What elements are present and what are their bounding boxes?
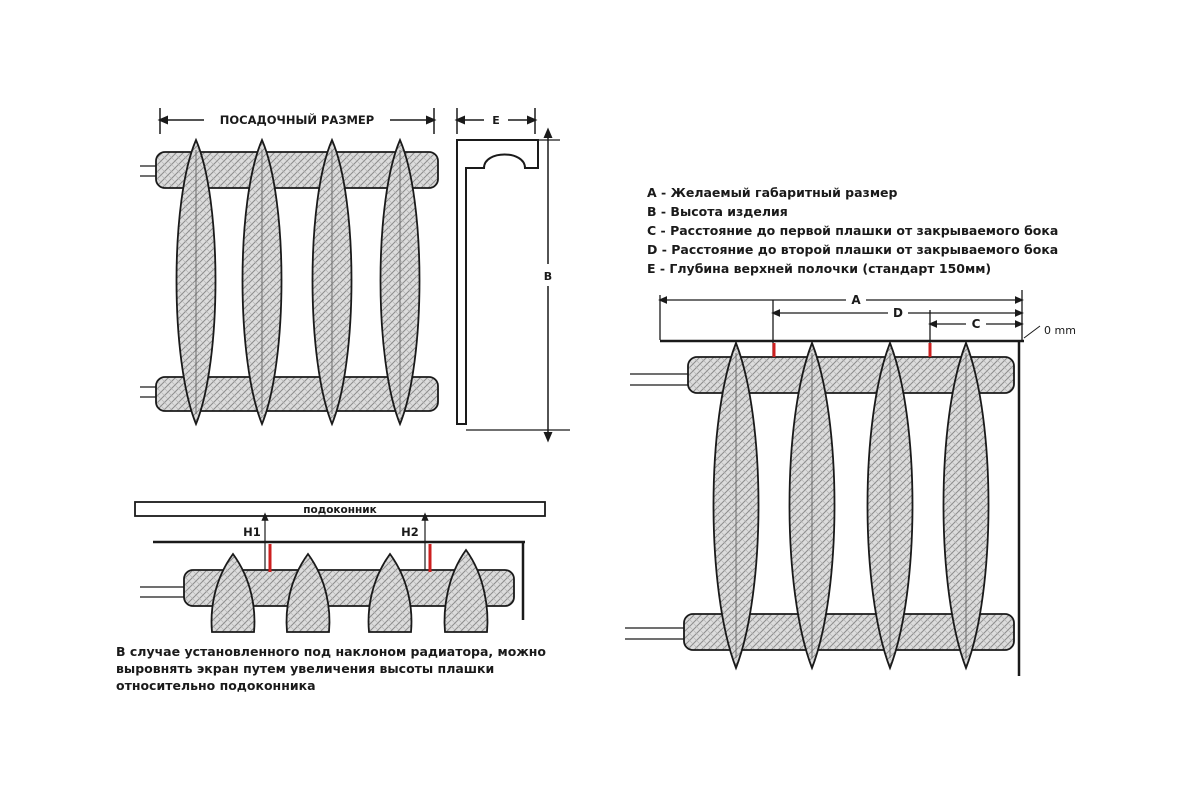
legend-item-e: E - Глубина верхней полочки (стандарт 15… xyxy=(647,261,991,276)
radiator-section xyxy=(311,137,353,427)
radiator-section xyxy=(712,340,760,671)
depth-e-label: E xyxy=(492,114,500,127)
right-radiator: A D C 0 mm xyxy=(625,290,1076,676)
side-view-profile: E B xyxy=(454,108,570,443)
bottom-sill-view: подоконник H1 H2 xyxy=(134,501,546,633)
legend-item-a: A - Желаемый габаритный размер xyxy=(647,185,898,200)
bottom-collector xyxy=(683,613,1015,651)
note-line-2: выровнять экран путем увеличения высоты … xyxy=(116,661,495,676)
zero-mm-label: 0 mm xyxy=(1044,324,1076,337)
radiator-section xyxy=(866,340,914,671)
window-sill xyxy=(134,501,546,517)
top-collector xyxy=(687,356,1015,394)
sill-label: подоконник xyxy=(303,504,377,516)
radiator-section xyxy=(788,340,836,671)
h2-label: H2 xyxy=(401,525,419,539)
legend-item-c: C - Расстояние до первой плашки от закры… xyxy=(647,223,1058,238)
top-collector xyxy=(183,569,515,607)
dim-c-label: C xyxy=(972,317,981,331)
note-line-1: В случае установленного под наклоном рад… xyxy=(116,644,546,659)
legend-item-d: D - Расстояние до второй плашки от закры… xyxy=(647,242,1058,257)
tilt-note: В случае установленного под наклоном рад… xyxy=(116,643,586,694)
dim-d-label: D xyxy=(893,306,903,320)
top-left-radiator: ПОСАДОЧНЫЙ РАЗМЕР xyxy=(140,108,439,427)
radiator-section xyxy=(942,340,990,671)
fitting-size-label: ПОСАДОЧНЫЙ РАЗМЕР xyxy=(220,112,374,127)
radiator-section xyxy=(175,137,217,427)
legend-item-b: B - Высота изделия xyxy=(647,204,788,219)
bottom-collector xyxy=(155,376,439,412)
radiator-section xyxy=(241,137,283,427)
top-collector xyxy=(155,151,439,189)
radiator-section xyxy=(367,552,413,633)
legend: A - Желаемый габаритный размер B - Высот… xyxy=(647,185,1058,276)
radiator-section xyxy=(210,552,256,633)
radiator-section xyxy=(379,137,421,427)
height-b-label: B xyxy=(544,270,552,283)
radiator-section xyxy=(443,548,489,633)
h1-label: H1 xyxy=(243,525,261,539)
dim-a-label: A xyxy=(851,293,861,307)
radiator-section xyxy=(285,552,331,633)
note-line-3: относительно подоконника xyxy=(116,678,316,693)
